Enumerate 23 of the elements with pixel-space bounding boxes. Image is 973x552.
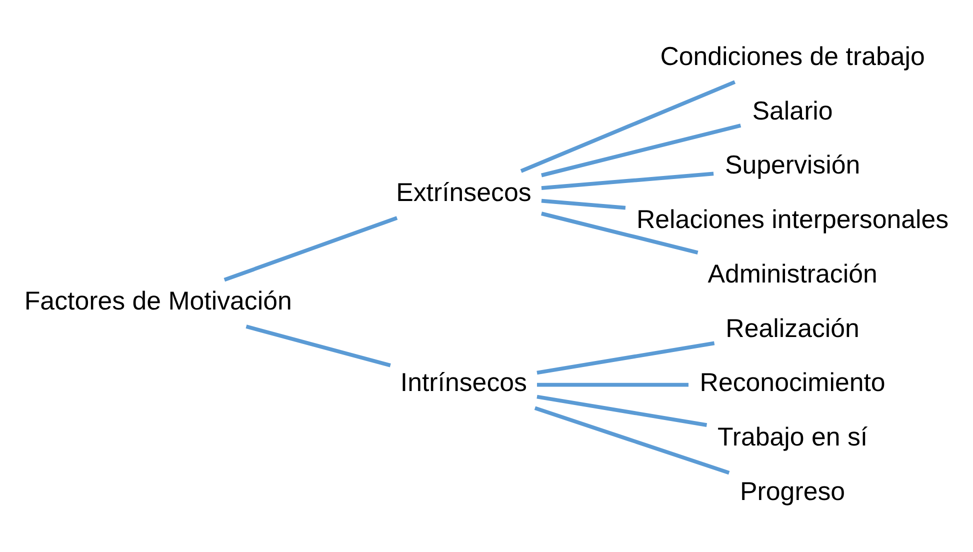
connector: [223, 216, 398, 282]
connector: [540, 172, 714, 190]
connector: [536, 394, 707, 427]
connector: [540, 124, 741, 178]
node-text: Progreso: [740, 478, 845, 506]
node-text: Salario: [752, 97, 832, 126]
node-text: Condiciones de trabajo: [660, 42, 924, 71]
connector: [245, 324, 390, 368]
connector: [536, 382, 688, 387]
node-text: Realización: [725, 314, 859, 343]
connector: [540, 198, 626, 210]
connector: [540, 212, 698, 255]
node-text: Supervisión: [724, 152, 860, 180]
node-text: Administración: [707, 260, 877, 288]
node-text: Reconocimiento: [699, 369, 885, 398]
connector: [536, 341, 714, 375]
node-text: Trabajo en sí: [717, 424, 868, 452]
connector: [520, 80, 736, 173]
node-text: Factores de Motivación: [24, 288, 292, 316]
node-text: Extrínsecos: [396, 178, 531, 207]
node-text: Relaciones interpersonales: [636, 206, 948, 234]
connector: [534, 406, 730, 475]
node-text: Intrínsecos: [400, 369, 526, 398]
